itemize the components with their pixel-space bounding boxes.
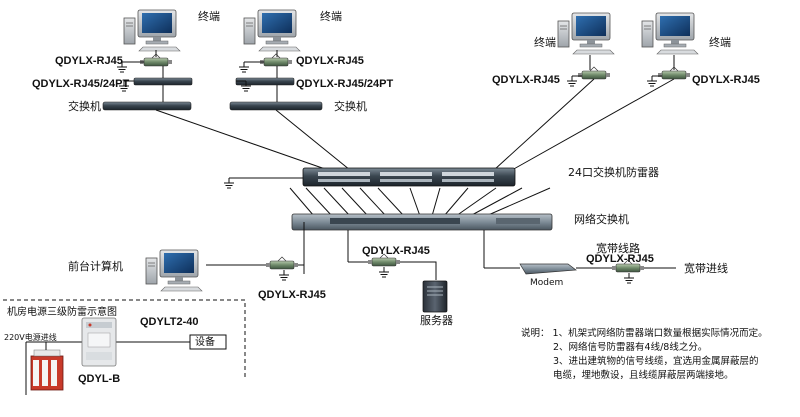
modem [519, 263, 577, 275]
equipment-box [189, 334, 227, 350]
protector-label-24pt-b: QDYLX-RJ45/24PT [296, 78, 394, 90]
broadband-line-label: 宽带线路 [596, 242, 640, 255]
note-line-1: 说明： 1、机架式网络防雷器端口数量根据实际情况而定。 [521, 328, 768, 339]
terminal-label-right-b: 终端 [709, 36, 731, 49]
qdylt2-40-label: QDYLT2-40 [140, 316, 199, 328]
qdyl-b-label: QDYL-B [78, 373, 121, 385]
switch-label-mid: 交换机 [334, 100, 367, 113]
terminal-label-top-mid: 终端 [320, 10, 342, 23]
protector-label-rj45-a: QDYLX-RJ45 [55, 55, 123, 67]
rj45-protector-right-a [577, 66, 611, 80]
protector-label-right-b: QDYLX-RJ45 [692, 74, 760, 86]
protector-label-modem: QDYLX-RJ45 [586, 253, 654, 265]
network-switch-label: 网络交换机 [574, 213, 629, 226]
protector-label-24pt-a: QDYLX-RJ45/24PT [32, 78, 130, 90]
protector-label-server: QDYLX-RJ45 [362, 245, 430, 257]
server [422, 280, 448, 313]
power-section-border [3, 299, 246, 380]
protector-label-rj45-b: QDYLX-RJ45 [296, 55, 364, 67]
terminal-computer-top-mid [243, 9, 301, 52]
network-switch-ports [330, 218, 460, 224]
qdylt2-40-protector-box [81, 317, 117, 367]
power-line-label: 220V电源进线 [4, 333, 57, 342]
front-desk-computer [145, 249, 203, 292]
modem-label: Modem [530, 278, 564, 288]
equipment-label: 设备 [195, 337, 215, 348]
rj45-protector-front-desk [265, 256, 299, 270]
switch-label-left: 交换机 [68, 100, 101, 113]
note-line-4: 电缆，埋地敷设，且线缆屏蔽层两端接地。 [553, 370, 734, 381]
note-line-2: 2、网络信号防雷器有4线/8线之分。 [553, 342, 708, 353]
front-desk-computer-label: 前台计算机 [68, 260, 123, 273]
switch-mid [229, 101, 323, 111]
power-diagram-title: 机房电源三级防雷示意图 [7, 307, 117, 318]
rj45-protector-top-mid [259, 53, 293, 67]
rack-protector-ports [318, 172, 494, 182]
qdyl-b-surge-module [30, 349, 64, 391]
switch-left [102, 101, 192, 111]
server-label: 服务器 [420, 314, 453, 327]
protector-label-right-a: QDYLX-RJ45 [492, 74, 560, 86]
terminal-computer-top-left [123, 9, 181, 52]
protector-label-front-desk: QDYLX-RJ45 [258, 289, 326, 301]
broadband-in-label: 宽带进线 [684, 262, 728, 275]
terminal-label-top-left: 终端 [198, 10, 220, 23]
note-line-3: 3、进出建筑物的信号线缆，宜选用金属屏蔽层的 [553, 356, 759, 367]
rack-protector-label: 24口交换机防雷器 [568, 166, 659, 179]
rj45-24pt-panel-left [133, 77, 193, 86]
terminal-computer-right-b [641, 12, 699, 55]
rack-24-port-protector [302, 167, 516, 187]
terminal-computer-right-a [557, 12, 615, 55]
terminal-label-right-a: 终端 [534, 36, 556, 49]
